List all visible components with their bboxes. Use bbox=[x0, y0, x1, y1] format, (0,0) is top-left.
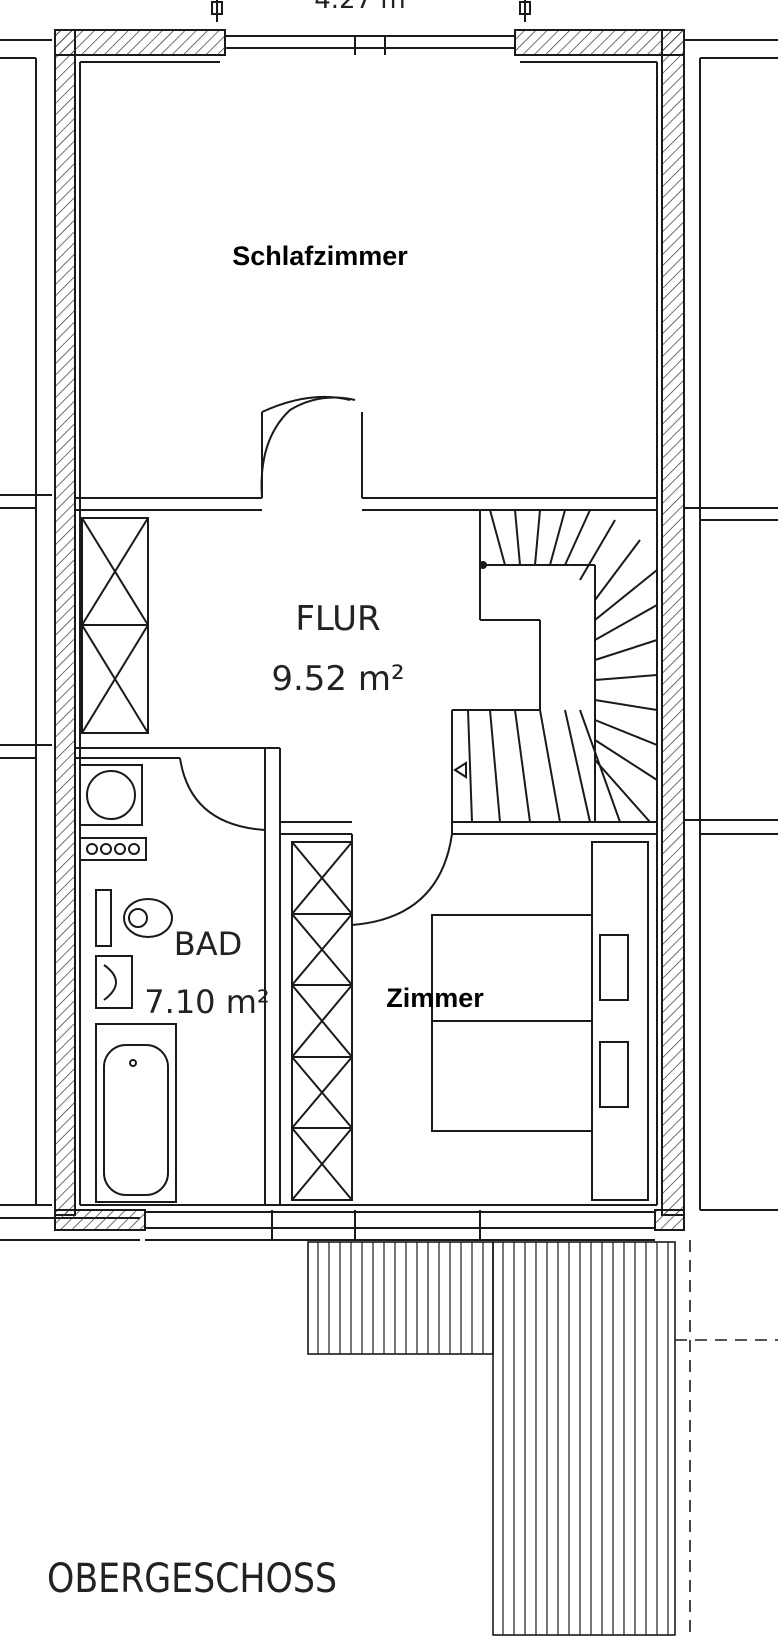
bottom-windows bbox=[145, 1210, 655, 1241]
room-label-zimmer: Zimmer bbox=[386, 983, 484, 1013]
room-label-bad: BAD bbox=[174, 925, 242, 963]
top-window bbox=[225, 35, 515, 55]
interior-walls bbox=[75, 61, 658, 1206]
door-room bbox=[351, 833, 453, 926]
hall-wardrobe bbox=[81, 517, 149, 734]
dimension-markers bbox=[211, 0, 531, 22]
outer-walls bbox=[54, 29, 685, 1231]
room-wardrobe bbox=[291, 841, 353, 1201]
sink bbox=[95, 955, 133, 1009]
neighbour-right bbox=[684, 39, 778, 1211]
balcony-slats bbox=[317, 1242, 669, 1635]
room-area-flur: 9.52 m² bbox=[271, 659, 404, 699]
floor-label: OBERGESCHOSS bbox=[47, 1556, 337, 1602]
bathtub bbox=[95, 1023, 177, 1203]
door-bath bbox=[179, 747, 266, 831]
bed bbox=[431, 841, 649, 1201]
dashed-outline bbox=[675, 1240, 778, 1635]
room-label-schlafzimmer: Schlafzimmer bbox=[232, 241, 408, 271]
toilet bbox=[95, 889, 173, 947]
top-dimension: 4.27 m bbox=[314, 0, 405, 15]
staircase bbox=[452, 509, 658, 823]
door-bedroom bbox=[260, 395, 363, 499]
balcony bbox=[307, 1241, 676, 1636]
washing-machine bbox=[79, 764, 143, 826]
stove-top bbox=[79, 837, 147, 861]
room-area-bad: 7.10 m² bbox=[144, 983, 269, 1021]
room-label-flur: FLUR bbox=[295, 599, 380, 639]
